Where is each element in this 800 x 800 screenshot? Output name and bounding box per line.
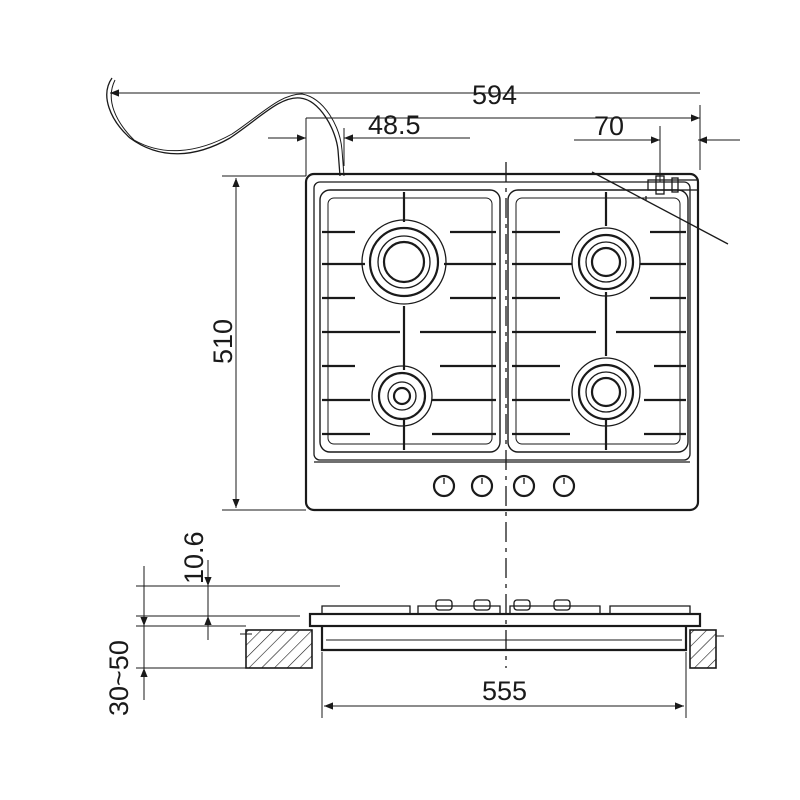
- dimension-10-6: 10.6: [136, 531, 340, 640]
- right-grate-bars: [512, 192, 686, 450]
- dimension-10-6-label: 10.6: [179, 531, 209, 584]
- dimension-555: 555: [321, 652, 687, 718]
- burner-rear-right: [571, 227, 641, 297]
- hob-inner-frame: [313, 181, 691, 461]
- hob-body: [320, 626, 688, 652]
- dimension-70: 70: [574, 111, 740, 182]
- knob-3: [512, 474, 536, 498]
- power-cable: [106, 77, 341, 177]
- burner-rear-left: [361, 219, 447, 305]
- left-grate-bars: [322, 192, 496, 450]
- burner-front-right: [571, 357, 641, 427]
- knob-4: [552, 474, 576, 498]
- worktop-right: [689, 629, 717, 669]
- hob-top-view: [106, 77, 729, 668]
- dimension-594-label: 594: [472, 80, 517, 110]
- dimension-30-50: 30~50: [104, 566, 246, 716]
- dimension-48-5-label: 48.5: [368, 110, 421, 140]
- dimension-510-label: 510: [208, 319, 238, 364]
- dimension-70-label: 70: [594, 111, 624, 141]
- hob-outer-frame: [304, 172, 700, 512]
- knob-1: [432, 474, 456, 498]
- burner-front-left: [371, 365, 433, 427]
- gas-connector: [591, 171, 729, 245]
- knob-2: [470, 474, 494, 498]
- hob-side-view: [240, 599, 724, 669]
- dimension-48-5: 48.5: [268, 110, 700, 176]
- dimension-555-label: 555: [482, 676, 527, 706]
- dimension-510: 510: [208, 175, 306, 511]
- worktop-left: [245, 629, 313, 669]
- control-knobs: [432, 474, 576, 498]
- left-pan-support: [319, 189, 501, 453]
- dimension-594: 594: [110, 80, 701, 170]
- right-pan-support: [507, 189, 689, 453]
- hob-top-plate: [308, 612, 702, 628]
- dimension-30-50-label: 30~50: [104, 640, 134, 716]
